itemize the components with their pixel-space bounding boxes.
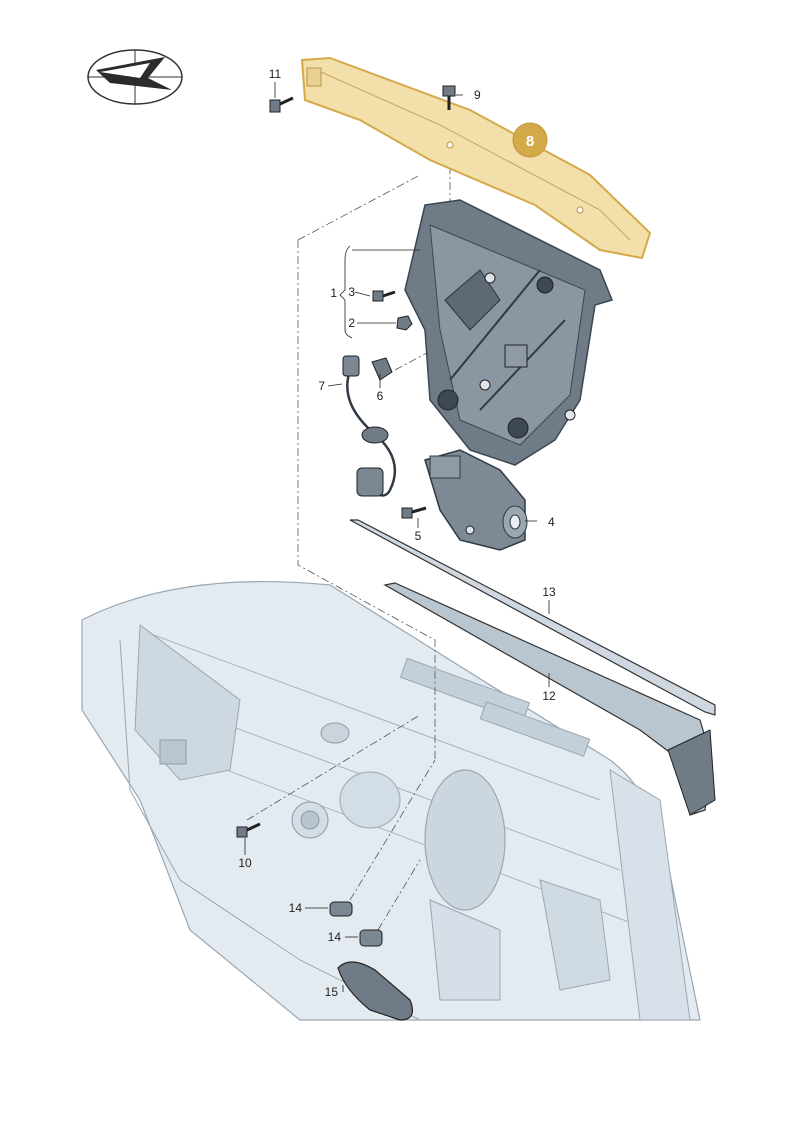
screw-part-9 bbox=[442, 85, 456, 110]
label-1: 1 bbox=[330, 286, 337, 300]
label-14-a: 14 bbox=[289, 901, 303, 915]
label-11: 11 bbox=[269, 67, 282, 81]
label-14-b: 14 bbox=[328, 930, 342, 944]
label-4: 4 bbox=[548, 515, 555, 529]
plug-part-14-b bbox=[359, 929, 383, 947]
door-inner-panel bbox=[81, 580, 701, 1021]
label-2: 2 bbox=[348, 316, 355, 330]
callout-labels: 11 9 1 3 2 4 5 6 7 13 12 10 14 14 15 bbox=[238, 67, 556, 999]
label-15: 15 bbox=[325, 985, 339, 999]
wiring-harness-part-7 bbox=[342, 355, 397, 497]
window-channel-part-13 bbox=[349, 519, 716, 716]
screw-part-11 bbox=[269, 96, 294, 113]
nut-part-2 bbox=[396, 315, 413, 331]
label-5: 5 bbox=[415, 529, 422, 543]
plug-part-14-a bbox=[329, 901, 353, 917]
screw-part-5 bbox=[401, 506, 427, 519]
label-10: 10 bbox=[238, 856, 252, 870]
trim-strip-part-8 bbox=[300, 56, 652, 260]
cover-part-15 bbox=[337, 961, 413, 1021]
callout-leaders bbox=[244, 82, 550, 992]
window-motor-part-4 bbox=[424, 449, 528, 551]
part-8-badge: 8 bbox=[512, 122, 548, 158]
screw-part-3 bbox=[372, 290, 396, 302]
label-6: 6 bbox=[377, 389, 384, 403]
label-3: 3 bbox=[348, 285, 355, 299]
label-7: 7 bbox=[318, 379, 325, 393]
label-9: 9 bbox=[474, 88, 481, 102]
clip-part-6 bbox=[371, 357, 393, 381]
window-seal-part-12 bbox=[383, 582, 716, 816]
screw-part-10 bbox=[236, 822, 261, 838]
window-regulator-carrier bbox=[404, 199, 614, 466]
label-12: 12 bbox=[542, 689, 556, 703]
label-13: 13 bbox=[542, 585, 556, 599]
badge-text: 8 bbox=[526, 133, 534, 150]
compass-arrow-icon bbox=[87, 49, 183, 105]
